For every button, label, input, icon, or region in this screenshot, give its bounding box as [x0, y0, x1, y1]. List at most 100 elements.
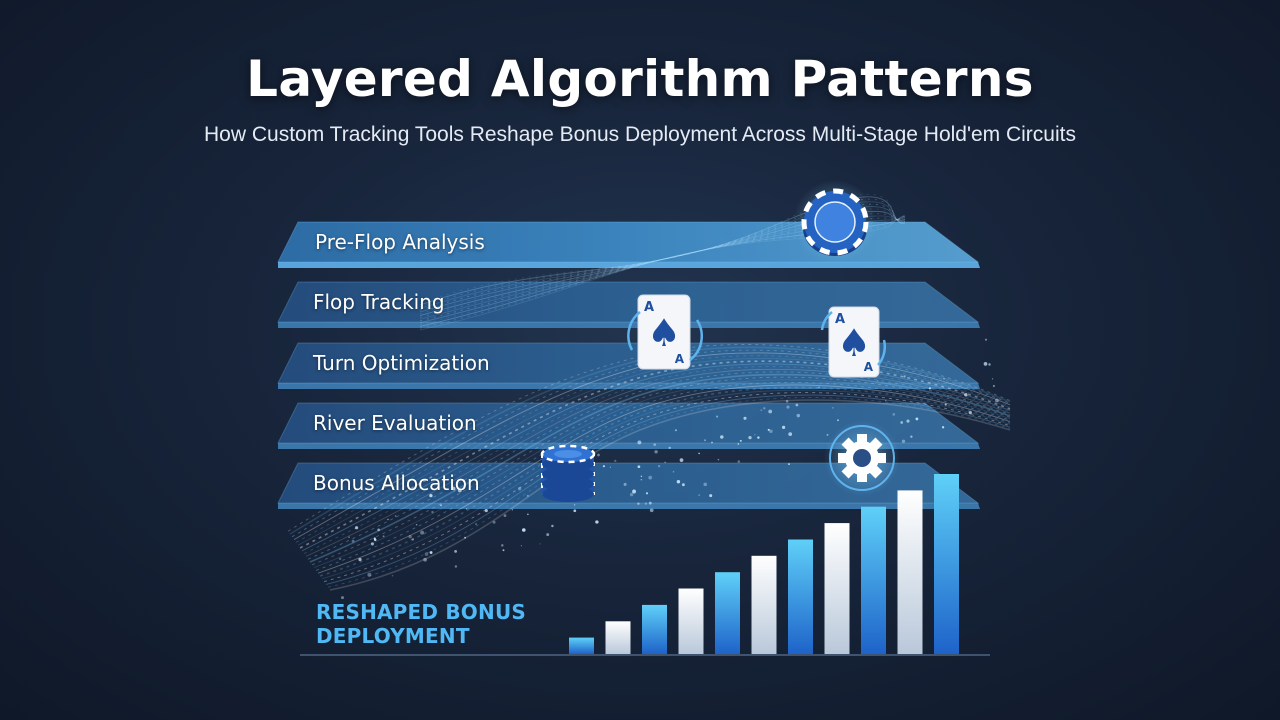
sparkle-dot	[703, 439, 707, 442]
chart-caption: RESHAPED BONUS DEPLOYMENT	[316, 600, 526, 648]
card-suit: ♠	[647, 311, 681, 355]
page-subtitle: How Custom Tracking Tools Reshape Bonus …	[204, 123, 1076, 146]
sparkle-dot	[679, 458, 684, 462]
sparkle-dot	[546, 533, 550, 537]
sparkle-dot	[703, 482, 707, 487]
sparkle-dot	[614, 459, 617, 463]
stream-line	[419, 201, 906, 309]
sparkle-dot	[609, 466, 612, 468]
card-rank: A	[644, 300, 654, 315]
layer-plate-5	[277, 462, 980, 509]
layer-edge	[278, 443, 980, 449]
chart-bar	[861, 506, 886, 654]
sparkle-dot	[737, 460, 741, 463]
sparkle-dot	[602, 465, 605, 468]
sparkle-dot	[348, 536, 350, 538]
sparkle-dot	[640, 475, 643, 478]
layer-label-5: Bonus Allocation	[313, 471, 480, 495]
stream-line	[419, 213, 906, 318]
sparkle-dot	[739, 439, 742, 442]
sparkle-dot	[988, 363, 991, 366]
sparkle-dot	[653, 443, 656, 446]
sparkle-dot	[709, 494, 713, 498]
sparkle-dot	[595, 520, 599, 524]
bonus-bar-chart	[300, 474, 990, 656]
sparkle-dot	[674, 429, 677, 432]
stream-line	[419, 216, 906, 326]
sparkle-dot	[743, 416, 747, 420]
sparkle-dot	[906, 419, 910, 423]
sparkle-dot	[992, 384, 995, 388]
sparkle-dot	[672, 470, 675, 473]
stream-line	[291, 349, 1011, 538]
sparkle-dot	[355, 526, 359, 530]
sparkle-dot	[785, 399, 789, 403]
stream-line	[297, 358, 1011, 546]
chip-stack-icon	[540, 444, 596, 502]
sparkle-dot	[943, 377, 945, 380]
sparkle-dot	[377, 528, 380, 532]
sparkle-dot	[411, 538, 414, 541]
sparkle-dot	[387, 518, 389, 521]
stream-line	[315, 381, 1011, 571]
stream-line	[419, 215, 906, 329]
chart-bar	[715, 572, 740, 654]
stream-line	[419, 206, 906, 313]
sparkle-dot	[676, 480, 681, 484]
stream-line	[419, 210, 906, 317]
sparkle-dot	[645, 492, 649, 495]
stream-line	[307, 371, 1011, 560]
sparkle-dot	[511, 509, 514, 511]
sparkle-dot	[637, 440, 642, 445]
sparkle-dot	[484, 509, 488, 513]
sparkle-dot	[475, 523, 478, 526]
sparkle-dot	[431, 510, 434, 514]
sparkle-dot	[941, 426, 945, 429]
sparkle-dot	[539, 543, 541, 545]
sparkle-dot	[964, 392, 968, 397]
sparkle-dot	[944, 403, 947, 406]
chart-bar	[642, 604, 667, 654]
poker-chip-icon	[793, 180, 877, 264]
stream-line	[419, 214, 906, 331]
sparkle-dot	[503, 514, 507, 517]
layer-plate-4	[277, 402, 980, 449]
sparkle-dot	[370, 542, 374, 546]
sparkle-dot	[784, 395, 786, 397]
sparkle-dot	[681, 483, 685, 487]
chart-bar	[897, 490, 923, 654]
sparkle-dot	[984, 338, 988, 341]
sparkle-dot	[440, 504, 442, 507]
sparkle-dot	[629, 492, 634, 497]
sparkle-dot	[788, 463, 790, 466]
sparkle-dot	[502, 549, 505, 552]
sparkle-dot	[648, 475, 653, 480]
decor-icons: A♠AA♠A	[540, 180, 900, 502]
chart-bar	[934, 474, 959, 654]
sparkle-dot	[341, 596, 344, 600]
sparkle-dot	[928, 387, 932, 390]
sparkle-dot	[832, 407, 834, 409]
layer-face	[277, 402, 980, 444]
sparkle-dot	[501, 544, 504, 547]
sparkle-dot	[373, 537, 376, 540]
stream-line	[419, 215, 906, 320]
sparkle-dot	[454, 565, 458, 568]
sparkle-dot	[394, 515, 397, 517]
sparkle-dot	[892, 413, 896, 416]
sparkle-dot	[367, 572, 372, 577]
stream-line	[305, 368, 1011, 557]
sparkle-dot	[382, 535, 385, 538]
layer-label-3: Turn Optimization	[313, 351, 490, 375]
sparkle-dot	[640, 479, 642, 481]
sparkle-dot	[520, 545, 523, 547]
stream-line	[419, 193, 906, 304]
sparkle-dot	[737, 443, 740, 445]
stream-line	[325, 394, 1011, 585]
ace-of-spades-card-icon: A♠A	[637, 294, 691, 370]
stream-line	[323, 392, 1011, 583]
sparkle-dot	[748, 435, 752, 440]
layer-face	[277, 462, 980, 504]
sparkle-dot	[338, 557, 342, 561]
sparkle-dot	[623, 482, 627, 486]
